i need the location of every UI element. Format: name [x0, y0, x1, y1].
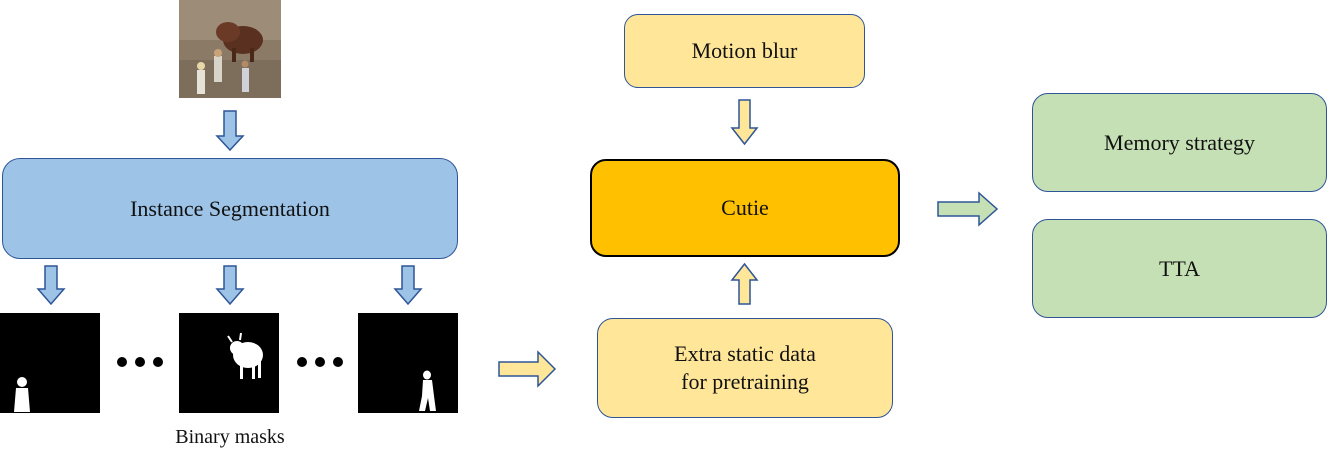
up-arrow-extra-data-to-cutie: [730, 262, 759, 305]
down-arrow-segmentation-to-mask-3: [393, 265, 423, 306]
down-arrow-segmentation-to-mask-2: [215, 265, 245, 306]
down-arrow-image-to-segmentation: [215, 110, 245, 152]
down-arrow-segmentation-to-mask-1: [36, 265, 66, 306]
binary-masks-caption: Binary masks: [175, 426, 285, 448]
ellipsis-dots-1: [117, 357, 163, 367]
extra-static-data-line1: Extra static data: [674, 341, 816, 366]
right-arrow-cutie-to-outputs: [937, 191, 999, 227]
motion-blur-label: Motion blur: [691, 38, 798, 63]
tta-box: TTA: [1032, 219, 1327, 318]
extra-static-data-line2: for pretraining: [681, 369, 809, 394]
down-arrow-motion-blur-to-cutie: [730, 99, 759, 146]
binary-mask-1: [0, 313, 100, 413]
tta-label: TTA: [1158, 255, 1200, 281]
instance-segmentation-label: Instance Segmentation: [130, 195, 330, 221]
input-frame-image: [179, 0, 281, 98]
ellipsis-dots-2: [297, 357, 343, 367]
extra-static-data-text: Extra static data for pretraining: [674, 340, 816, 396]
cutie-label: Cutie: [721, 195, 769, 220]
extra-static-data-box: Extra static data for pretraining: [597, 318, 893, 418]
memory-strategy-label: Memory strategy: [1104, 129, 1255, 155]
right-arrow-masks-to-pipeline: [498, 350, 557, 388]
motion-blur-box: Motion blur: [624, 14, 865, 88]
binary-mask-3: [358, 313, 458, 413]
memory-strategy-box: Memory strategy: [1032, 93, 1327, 192]
binary-mask-2: [179, 313, 279, 413]
instance-segmentation-box: Instance Segmentation: [2, 158, 458, 259]
cutie-box: Cutie: [590, 159, 900, 257]
